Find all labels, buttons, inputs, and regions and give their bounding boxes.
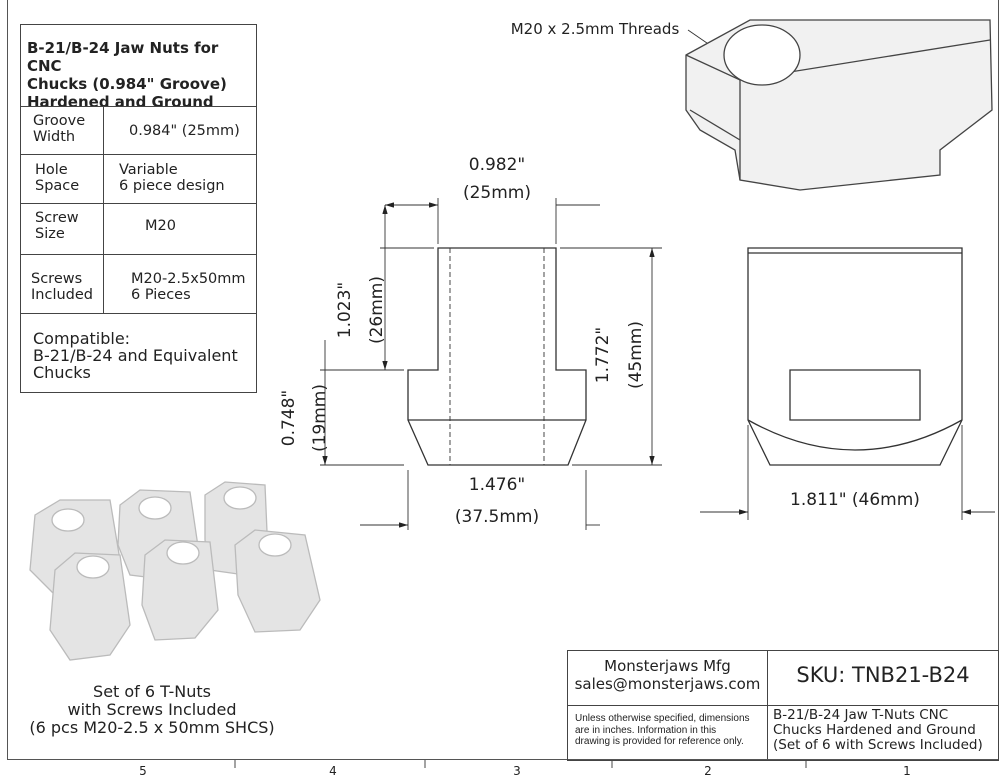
compatible-line: Compatible: (33, 329, 131, 348)
compatible-line: Chucks (33, 363, 91, 382)
dim-base-width-mm: (37.5mm) (455, 507, 539, 527)
dim-upper-height-mm: (26mm) (367, 276, 387, 344)
zone-label: 2 (704, 764, 712, 778)
nut-set-image (29, 481, 321, 661)
drawing-frame (7, 0, 999, 760)
company-name: Monsterjaws Mfg (604, 657, 731, 675)
dim-base-width-in: 1.476" (469, 475, 526, 495)
caption-line: Set of 6 T-Nuts (93, 682, 211, 701)
front-view-outline (407, 247, 587, 466)
compatible-line: B-21/B-24 and Equivalent (33, 346, 238, 365)
note-line: are in inches. Information in this (575, 724, 717, 736)
zone-label: 1 (903, 764, 911, 778)
label: Hole (35, 162, 68, 178)
label: Included (31, 287, 93, 303)
side-view-outline (747, 247, 963, 466)
zone-label: 5 (139, 764, 147, 778)
label: Size (35, 226, 65, 242)
title-line: B-21/B-24 Jaw Nuts for CNC (27, 39, 219, 75)
title-block: Monsterjaws Mfg sales@monsterjaws.com SK… (567, 650, 999, 761)
caption-line: (6 pcs M20-2.5 x 50mm SHCS) (29, 718, 274, 737)
dim-top-width-in: 0.982" (469, 155, 526, 175)
isometric-nut (685, 19, 993, 191)
dim-total-height-in: 1.772" (593, 327, 613, 384)
note-line: drawing is provided for reference only. (575, 736, 744, 747)
description-line: (Set of 6 with Screws Included) (773, 737, 983, 753)
label: Screw (35, 210, 79, 226)
dim-flange-height-in: 0.748" (279, 390, 299, 447)
column-divider (103, 106, 104, 313)
caption-line: with Screws Included (68, 700, 237, 719)
zone-label: 3 (513, 764, 521, 778)
zone-label: 4 (329, 764, 337, 778)
value: M20-2.5x50mm (131, 271, 246, 287)
sku: SKU: TNB21-B24 (796, 663, 970, 687)
description-line: Chucks Hardened and Ground (773, 722, 976, 738)
title-block-divider (568, 705, 998, 706)
dim-total-height-mm: (45mm) (626, 321, 646, 389)
label: Width (33, 129, 76, 145)
value: M20 (145, 218, 176, 234)
dim-top-width-mm: (25mm) (463, 183, 531, 203)
note-line: Unless otherwise specified, dimensions (575, 713, 750, 724)
dim-flange-height-mm: (19mm) (310, 384, 330, 452)
label: Space (35, 178, 80, 194)
dim-upper-height-in: 1.023" (335, 282, 355, 339)
value: 6 Pieces (131, 287, 191, 303)
thread-callout: M20 x 2.5mm Threads (511, 20, 680, 38)
value: Variable (119, 162, 178, 178)
spec-table: B-21/B-24 Jaw Nuts for CNC Chucks (0.984… (20, 24, 257, 393)
title-line: Chucks (0.984" Groove) (27, 75, 227, 93)
dim-side-width: 1.811" (46mm) (790, 490, 920, 510)
label: Screws (31, 271, 83, 287)
description-line: B-21/B-24 Jaw T-Nuts CNC (773, 707, 949, 723)
company-email: sales@monsterjaws.com (574, 675, 761, 693)
value: 0.984" (25mm) (129, 123, 240, 139)
value: 6 piece design (119, 178, 225, 194)
label: Groove (33, 113, 86, 129)
